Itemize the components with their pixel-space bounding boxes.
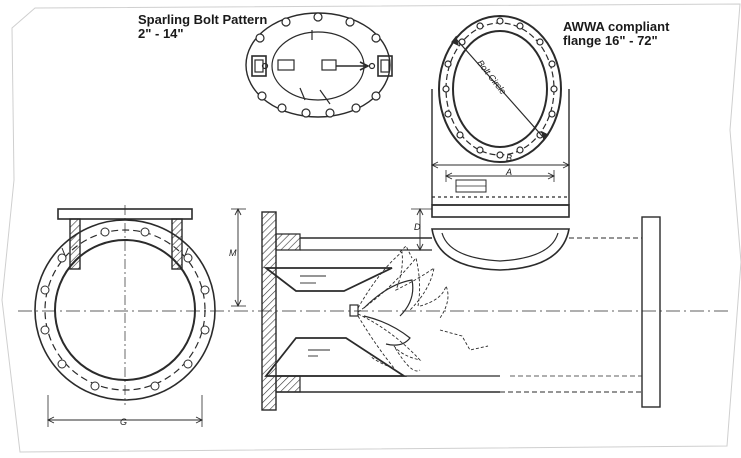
dim-d-label: D <box>414 222 421 232</box>
sparling-tab-right <box>377 55 393 77</box>
dim-a-label: A <box>506 167 513 177</box>
dim-m-label: M <box>229 248 237 258</box>
dim-b-label: B <box>506 153 513 163</box>
sparling-tab-left <box>251 55 267 77</box>
awwa-flange <box>430 15 571 271</box>
dim-g-label: G <box>120 417 128 427</box>
sparling-range: 2" - 14" <box>138 26 184 41</box>
sparling-bolt-pattern <box>245 12 393 118</box>
sparling-title: Sparling Bolt Pattern <box>138 12 268 27</box>
sparling-bolt-holes <box>255 12 381 118</box>
bolt-circle-line <box>456 39 544 138</box>
side-section-view <box>231 207 661 411</box>
end-view-bolt-holes <box>40 227 210 391</box>
paper-sheet <box>1 3 741 453</box>
end-view <box>34 205 216 427</box>
awwa-title: AWWA compliant <box>563 19 670 34</box>
propeller-blades <box>357 245 489 372</box>
awwa-range: flange 16" - 72" <box>563 33 658 48</box>
